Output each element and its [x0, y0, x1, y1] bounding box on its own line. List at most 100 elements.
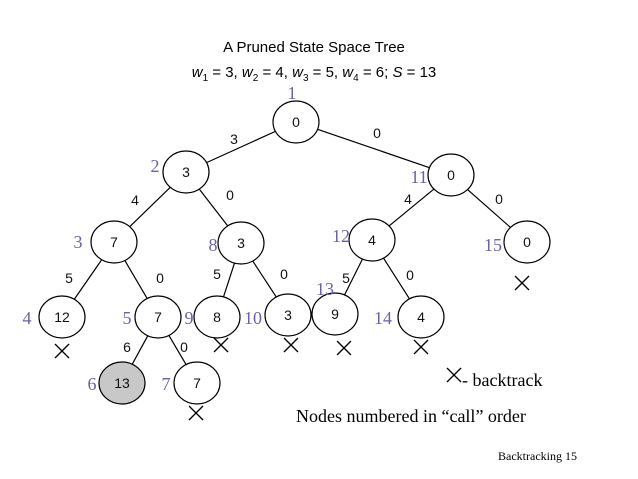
- node-circle: [173, 361, 221, 405]
- backtrack-legend-label: - backtrack: [462, 370, 542, 390]
- tree-node-14: 4 14: [374, 295, 445, 355]
- node-call-order: 4: [23, 308, 32, 328]
- edge-label-n8-n10: 0: [280, 266, 288, 282]
- edge-root-n2: [206, 130, 276, 164]
- node-value: 7: [154, 309, 162, 325]
- node-call-order: 12: [332, 226, 350, 246]
- node-call-order: 6: [88, 374, 97, 394]
- edge-label-n2-n3: 4: [131, 192, 139, 208]
- edge-n2-n8: [198, 188, 229, 227]
- node-circle: [90, 220, 138, 264]
- node-call-order: 9: [185, 308, 194, 328]
- node-circle: [348, 218, 396, 262]
- edge-n12-n14: [383, 257, 410, 300]
- node-circle: [134, 295, 182, 339]
- node-circle: [311, 292, 359, 336]
- node-call-order: 1: [288, 83, 297, 103]
- tree-node-8: 38: [209, 221, 265, 265]
- node-call-order: 14: [374, 308, 392, 328]
- node-value: 3: [182, 164, 190, 180]
- node-call-order: 11: [410, 167, 427, 187]
- node-value: 7: [110, 234, 118, 250]
- tree-node-7: 77: [162, 361, 221, 421]
- edge-label-root-n11: 0: [373, 125, 381, 141]
- node-value: 4: [417, 309, 425, 325]
- edge-root-n11: [317, 128, 430, 169]
- edge-n11-n15: [467, 189, 511, 228]
- edge-label-n5-n7: 0: [180, 339, 188, 355]
- node-call-order: 15: [484, 235, 502, 255]
- tree-node-15: 0 15: [484, 220, 551, 291]
- solution-node-circle: [98, 361, 146, 405]
- tree-node-1: 01: [272, 83, 320, 144]
- node-value: 4: [368, 232, 376, 248]
- edge-label-n2-n8: 0: [226, 187, 234, 203]
- backtrack-x-icon: [188, 405, 204, 421]
- backtrack-x-icon: [413, 339, 429, 355]
- edge-label-n3-n5: 0: [156, 270, 164, 286]
- edges-layer: 3 0 4 0 4 0 5 0 5 0 5 0 6 0: [65, 125, 511, 365]
- edge-n11-n12: [388, 188, 435, 227]
- node-circle: [217, 221, 265, 265]
- tree-node-2: 32: [151, 150, 210, 194]
- edge-label-root-n2: 3: [230, 131, 238, 147]
- node-circle: [397, 295, 445, 339]
- backtrack-x-icon: [283, 337, 299, 353]
- node-circle: [162, 150, 210, 194]
- tree-node-9: 89: [185, 295, 241, 353]
- tree-node-10: 3 10: [244, 293, 312, 353]
- backtrack-x-icon: [54, 343, 70, 359]
- tree-node-11: 0 11: [410, 153, 475, 197]
- node-value: 7: [193, 375, 201, 391]
- tree-node-5: 75: [123, 295, 182, 339]
- edge-label-n12-n14: 0: [406, 267, 414, 283]
- edge-n3-n4: [73, 259, 103, 300]
- tree-node-3: 73: [74, 220, 138, 264]
- node-value: 3: [284, 307, 292, 323]
- backtrack-x-icon: [213, 337, 229, 353]
- edge-label-n12-n13: 5: [342, 270, 350, 286]
- node-value: 13: [114, 375, 130, 391]
- node-circle: [503, 220, 551, 264]
- node-circle: [272, 100, 320, 144]
- edge-label-n11-n12: 4: [404, 191, 412, 207]
- node-circle: [264, 293, 312, 337]
- slide-footer: Backtracking 15: [498, 449, 577, 463]
- node-value: 0: [292, 114, 300, 130]
- tree-node-12: 4 12: [332, 218, 396, 262]
- node-call-order: 2: [151, 156, 160, 176]
- weights-subtitle: w1 = 3, w2 = 4, w3 = 5, w4 = 6; S = 13: [192, 64, 437, 84]
- legend: - backtrack Nodes numbered in “call” ord…: [296, 367, 542, 426]
- node-value: 0: [523, 234, 531, 250]
- edge-n2-n3: [129, 186, 171, 228]
- edge-label-n3-n4: 5: [65, 270, 73, 286]
- node-call-order: 10: [244, 308, 262, 328]
- node-circle: [193, 295, 241, 339]
- node-call-order: 3: [74, 232, 83, 252]
- edge-label-n11-n15: 0: [495, 191, 503, 207]
- backtrack-x-icon: [336, 340, 352, 356]
- node-circle: [427, 153, 475, 197]
- node-call-order: 5: [123, 308, 132, 328]
- node-circle: [38, 295, 86, 339]
- edge-n3-n5: [124, 260, 148, 299]
- edge-n5-n7: [168, 335, 187, 365]
- node-value: 8: [213, 309, 221, 325]
- backtrack-legend-icon: [446, 367, 462, 383]
- tree-node-6: 13 6: [88, 361, 146, 405]
- backtrack-x-icon: [514, 275, 530, 291]
- tree-node-13: 913: [311, 279, 359, 356]
- edge-n5-n6: [131, 335, 149, 365]
- node-value: 0: [447, 167, 455, 183]
- tree-node-4: 124: [23, 295, 86, 359]
- node-call-order: 13: [316, 279, 334, 299]
- edge-n12-n13: [344, 258, 363, 296]
- edge-n8-n9: [222, 262, 236, 298]
- diagram-title: A Pruned State Space Tree: [223, 39, 405, 56]
- node-value: 9: [331, 306, 339, 322]
- edge-label-n5-n6: 6: [123, 339, 131, 355]
- edge-label-n8-n9: 5: [213, 266, 221, 282]
- call-order-note: Nodes numbered in “call” order: [296, 406, 526, 426]
